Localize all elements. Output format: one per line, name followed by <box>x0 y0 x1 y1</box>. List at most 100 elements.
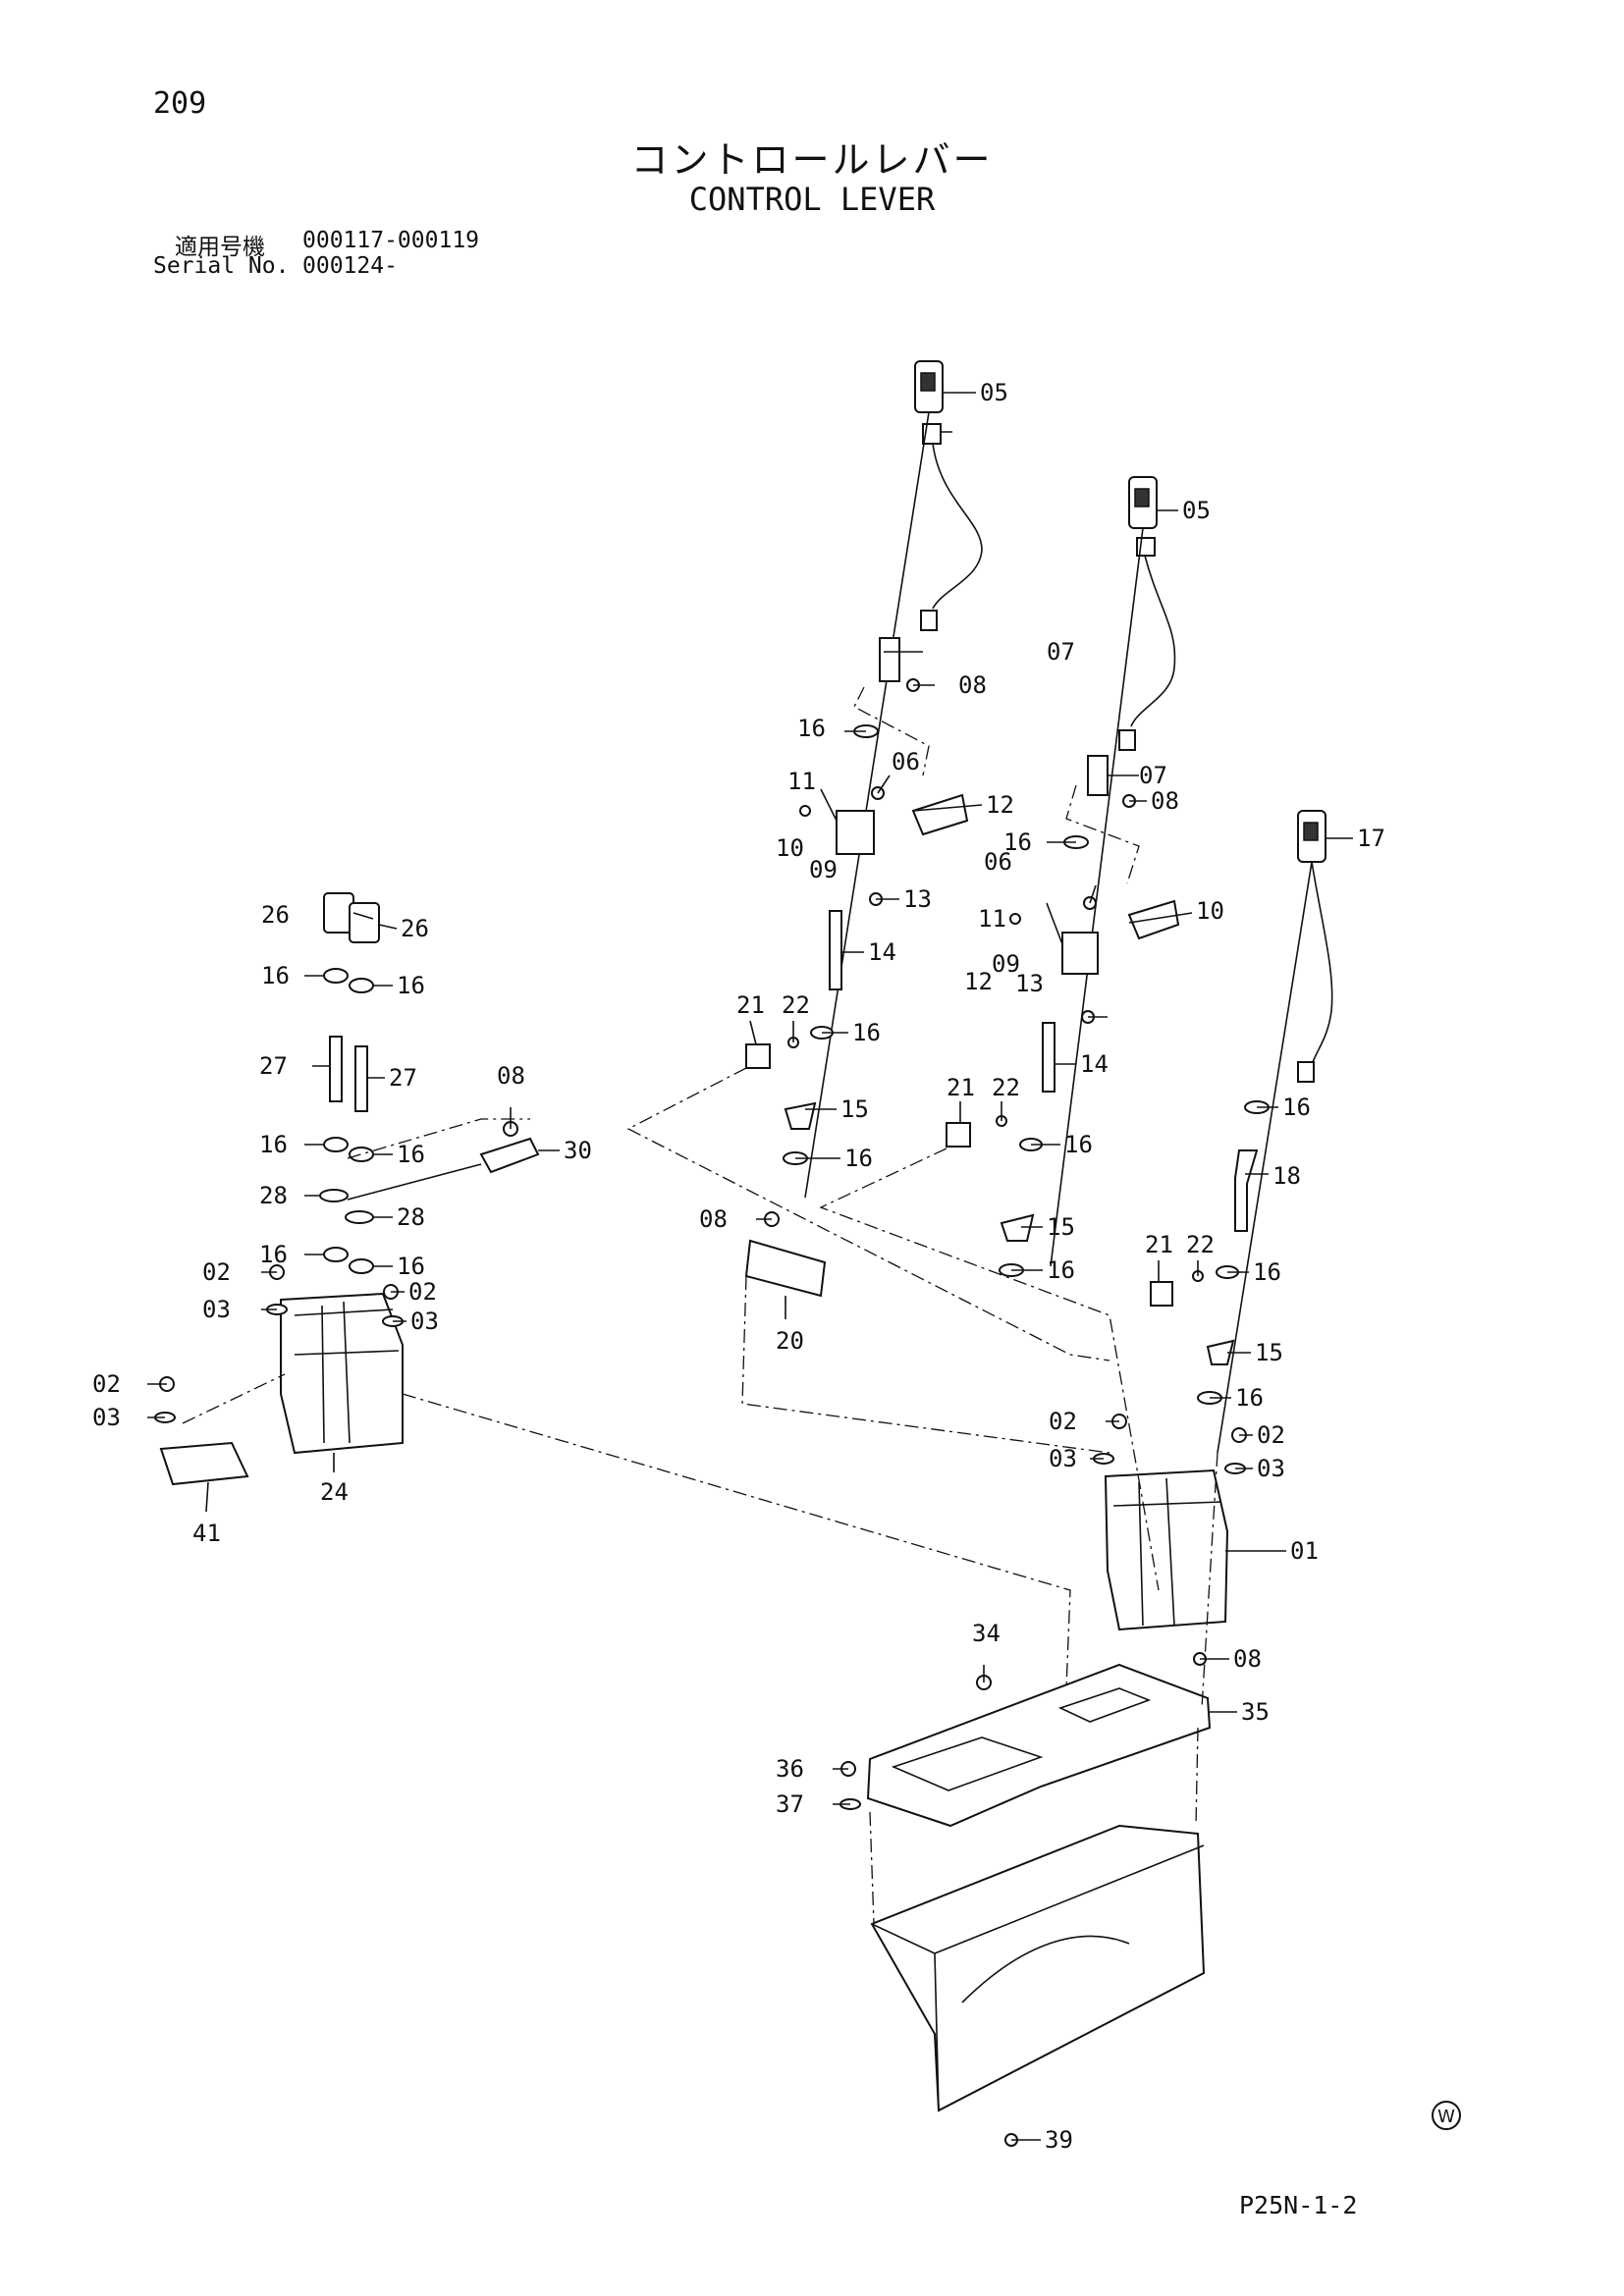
part-callout-27: 27 <box>389 1064 417 1092</box>
part-callout-16: 16 <box>397 1141 425 1168</box>
nut-16-e <box>323 1247 349 1262</box>
rod-18 <box>1234 1149 1259 1232</box>
part-callout-27: 27 <box>259 1052 288 1080</box>
part-callout-08: 08 <box>958 671 987 699</box>
bracket-07-a <box>879 637 900 682</box>
part-callout-18: 18 <box>1272 1162 1301 1190</box>
part-callout-16: 16 <box>1003 828 1032 856</box>
nut-16-d <box>349 1147 374 1162</box>
control-valve-01 <box>1093 1414 1247 1666</box>
part-callout-16: 16 <box>1047 1256 1075 1284</box>
part-callout-10: 10 <box>1196 897 1224 925</box>
part-callout-16: 16 <box>852 1019 881 1046</box>
part-callout-12: 12 <box>964 968 993 995</box>
part-callout-15: 15 <box>840 1095 869 1123</box>
assembly-line-2 <box>1065 784 1140 884</box>
callout-layer: 0505070807081606111210091316061112100913… <box>92 379 1385 2154</box>
part-callout-13: 13 <box>903 885 932 913</box>
part-callout-16: 16 <box>261 962 290 989</box>
part-callout-28: 28 <box>397 1203 425 1231</box>
part-callout-08: 08 <box>1151 787 1179 815</box>
part-callout-05: 05 <box>1182 497 1211 524</box>
grip-05-b-button <box>1134 488 1150 507</box>
lever-rod-left <box>804 411 930 1199</box>
block-11-a <box>836 810 875 855</box>
part-callout-14: 14 <box>868 938 896 966</box>
bracket-07-b <box>1087 755 1109 796</box>
washer-28-b <box>345 1210 374 1224</box>
rod-14-a <box>829 910 842 990</box>
part-callout-16: 16 <box>1282 1094 1311 1121</box>
part-callout-03: 03 <box>202 1296 231 1323</box>
harness-17 <box>1309 861 1333 1071</box>
part-callout-09: 09 <box>992 950 1020 978</box>
part-callout-21: 21 <box>1145 1231 1173 1258</box>
assembly-line-11 <box>347 1118 530 1159</box>
valve-01 <box>1104 1468 1229 1631</box>
assembly-line-6 <box>741 1275 1110 1454</box>
lever-assembly-middle <box>946 476 1180 1277</box>
part-callout-03: 03 <box>92 1404 121 1431</box>
part-callout-16: 16 <box>397 1253 425 1280</box>
connector-17 <box>1297 1061 1315 1083</box>
base-frame-edges <box>871 1844 1205 2111</box>
plate-41 <box>159 1441 249 1486</box>
part-callout-16: 16 <box>1235 1384 1264 1412</box>
part-callout-02: 02 <box>1257 1421 1285 1449</box>
boot-15-b <box>1000 1213 1035 1242</box>
watermark-circle-w: W <box>1432 2101 1461 2130</box>
part-callout-16: 16 <box>397 972 425 999</box>
valve-01-detail <box>1112 1477 1222 1627</box>
connector-05-a <box>920 610 938 631</box>
assembly-line-8 <box>869 1811 875 1925</box>
part-callout-20: 20 <box>776 1327 804 1355</box>
assembly-lines <box>182 686 1218 1925</box>
title-english: CONTROL LEVER <box>688 181 936 218</box>
part-callout-02: 02 <box>408 1278 437 1306</box>
assembly-line-5 <box>402 1393 1071 1689</box>
assembly-line-3 <box>626 1067 1110 1362</box>
pin-10-a <box>799 805 811 817</box>
part-callout-07: 07 <box>1139 762 1167 789</box>
part-callout-22: 22 <box>782 991 810 1019</box>
knob-26-b <box>349 902 380 943</box>
part-callout-22: 22 <box>1186 1231 1215 1258</box>
part-callout-08: 08 <box>699 1205 728 1233</box>
part-callout-16: 16 <box>844 1145 873 1172</box>
serial-ja-value: 000117-000119 <box>302 228 480 253</box>
switch-21-c <box>1150 1281 1173 1307</box>
assembly-line-7 <box>1201 1452 1218 1709</box>
assembly-line-10 <box>182 1373 286 1424</box>
harness-05-b <box>1130 555 1176 727</box>
page-number: 209 <box>153 86 207 121</box>
part-callout-21: 21 <box>736 991 765 1019</box>
serial-en-value: 000124- <box>302 253 398 279</box>
washer-28-a <box>319 1189 349 1202</box>
bracket-30 <box>479 1137 540 1174</box>
lever-assembly-right <box>1150 810 1333 1454</box>
frame-harness <box>961 1935 1130 2003</box>
part-callout-17: 17 <box>1357 825 1385 852</box>
part-callout-13: 13 <box>1015 970 1044 997</box>
part-callout-01: 01 <box>1290 1537 1319 1565</box>
part-callout-10: 10 <box>776 834 804 862</box>
link-30 <box>347 1163 482 1201</box>
rod-14-b <box>1042 1022 1056 1093</box>
lever-rod-right <box>1217 861 1313 1454</box>
part-callout-22: 22 <box>992 1074 1020 1101</box>
nut-16-c <box>323 1137 349 1152</box>
pin-10-b <box>1009 913 1021 925</box>
grip-05-a-base <box>922 423 942 445</box>
lever-assembly-left <box>745 360 983 1199</box>
console-frame <box>839 1663 1212 2147</box>
part-callout-07: 07 <box>1047 638 1075 666</box>
bracket-20 <box>744 1239 827 1298</box>
grip-05-a-button <box>920 372 936 392</box>
cover-35-detail <box>891 1687 1152 1791</box>
plate-12-a <box>911 793 969 836</box>
serial-en-label: Serial No. <box>153 253 290 279</box>
nut-16-a <box>323 968 349 984</box>
base-frame <box>870 1824 1206 2112</box>
plate-12-b <box>1127 899 1180 940</box>
part-callout-03: 03 <box>1049 1445 1077 1472</box>
